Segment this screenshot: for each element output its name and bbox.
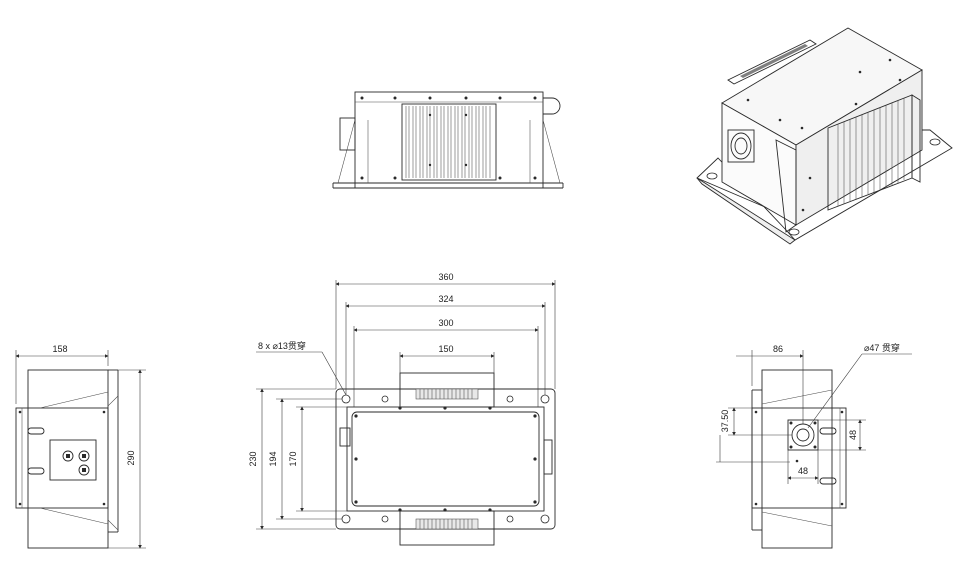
plan-left-connector xyxy=(339,427,351,447)
iso-connector xyxy=(730,132,752,160)
dim-label-48-h: 48 xyxy=(798,466,808,476)
mounting-hole xyxy=(381,395,389,403)
dim-label-300: 300 xyxy=(438,318,453,328)
front-fins xyxy=(405,106,491,178)
left-view-end-plate xyxy=(15,407,109,509)
plan-view: 360 324 300 150 230 194 170 8 x ⌀13贯穿 xyxy=(248,272,556,546)
mounting-hole xyxy=(381,515,389,523)
connector-note-leader xyxy=(807,353,863,429)
plan-base-plate xyxy=(335,388,556,530)
dim-label-324: 324 xyxy=(438,294,453,304)
front-body-outline xyxy=(354,91,544,189)
dim-label-150: 150 xyxy=(438,344,453,354)
dim-label-37-50: 37.50 xyxy=(720,410,730,433)
front-fin-block xyxy=(401,103,497,181)
dim-label-170: 170 xyxy=(288,451,298,466)
mounting-hole xyxy=(506,515,514,523)
dim-label-158: 158 xyxy=(52,344,67,354)
mounting-hole xyxy=(341,514,351,524)
plan-fin-bottom xyxy=(399,510,495,546)
dim-label-48-v: 48 xyxy=(848,430,858,440)
right-view-outline xyxy=(761,369,833,549)
iso-connector-flange xyxy=(727,129,755,163)
right-side-view: 86 37.50 48 48 ⌀47 贯穿 xyxy=(716,342,912,549)
plan-right-handle xyxy=(543,439,553,475)
right-view-connector-flange xyxy=(787,419,819,451)
hole-note-leader xyxy=(321,351,347,396)
plan-fin-lines xyxy=(419,389,473,529)
plan-lid xyxy=(351,411,540,507)
mounting-hole xyxy=(341,394,351,404)
mounting-hole xyxy=(506,395,514,403)
dim-label-290: 290 xyxy=(126,450,136,465)
plan-fin-top xyxy=(399,372,495,408)
right-view-connector xyxy=(791,423,815,447)
front-right-handle xyxy=(543,97,561,115)
dim-label-230: 230 xyxy=(248,451,258,466)
dim-label-360: 360 xyxy=(438,272,453,282)
dim-label-194: 194 xyxy=(268,451,278,466)
connector-note: ⌀47 贯穿 xyxy=(864,342,900,353)
left-side-view: 158 290 xyxy=(15,344,146,549)
dim-label-86: 86 xyxy=(773,344,783,354)
isometric-view xyxy=(696,27,953,245)
left-view-connector-plate xyxy=(49,439,97,481)
plan-body xyxy=(346,406,545,512)
iso-fins xyxy=(837,98,905,206)
hole-note: 8 x ⌀13贯穿 xyxy=(258,340,306,351)
mounting-hole xyxy=(540,394,550,404)
front-elevation-view xyxy=(332,91,564,189)
mounting-hole xyxy=(540,514,550,524)
front-left-connector xyxy=(339,117,356,151)
